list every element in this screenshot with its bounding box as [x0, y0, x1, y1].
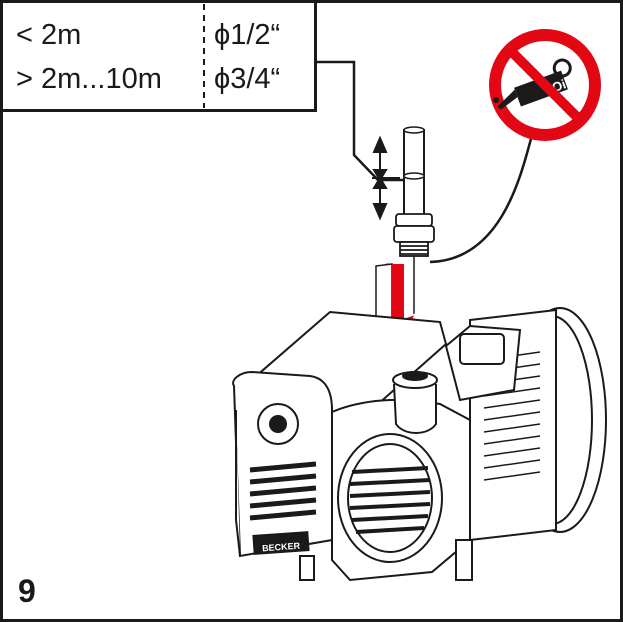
table-row-1-diameter: ϕ1/2“ [214, 19, 281, 51]
pipe-long [403, 172, 425, 217]
table-row-2-diameter: ϕ3/4“ [214, 63, 281, 95]
table-row-2-length: > 2m...10m [16, 63, 162, 95]
no-oil-can-icon: Oil [489, 29, 601, 141]
brand-plate: BECKER [262, 541, 301, 554]
hex-fitting [393, 213, 435, 257]
pipe-size-table [0, 0, 317, 112]
leader-line [316, 60, 404, 182]
sign-leader-line [429, 134, 534, 264]
table-border [0, 0, 317, 112]
pump-motor [444, 307, 607, 542]
table-row-1-length: < 2m [16, 19, 82, 51]
length-dimension [372, 135, 400, 221]
figure-number: 9 [18, 573, 36, 609]
pipe-short [403, 126, 425, 177]
pump-housing [232, 310, 473, 582]
